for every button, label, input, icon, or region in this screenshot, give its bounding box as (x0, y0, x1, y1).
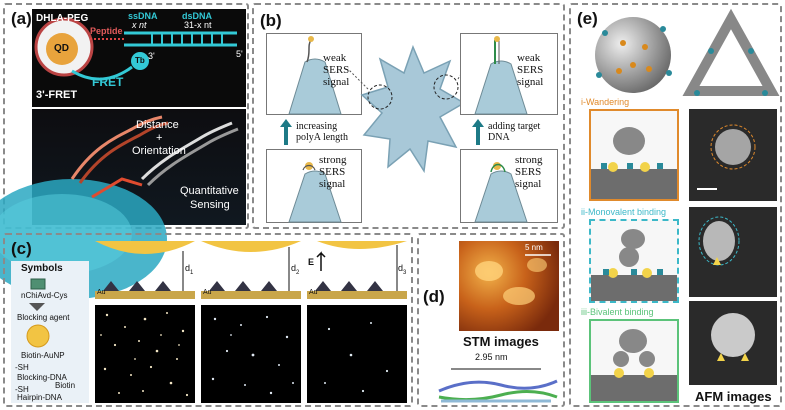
afm-tile-3 (689, 301, 777, 385)
panel-a-bottom-image: Distance + Orientation Quantitative Sens… (0, 109, 246, 299)
bivalent-tile: iii-Bivalent binding (581, 307, 679, 403)
wandering-tile: i-Wandering (581, 97, 679, 201)
afm-caption: AFM images (695, 389, 772, 404)
fret-label: FRET (92, 75, 124, 89)
qd-label: QD (54, 43, 69, 54)
right-strong-text: strong SERS signal (515, 154, 543, 190)
right-up-arrow-icon (472, 119, 484, 145)
monovalent-tile: ii-Monovalent binding (581, 207, 679, 303)
afm-tile-2 (689, 207, 777, 297)
orientation-label: Orientation (132, 145, 186, 157)
blocking-agent-icon (29, 303, 45, 311)
distance-label: Distance (136, 119, 179, 131)
qd-fret-diagram (34, 17, 237, 81)
darkfield-image-3 (307, 305, 407, 403)
panel-e: (e) i-Wandering ii-Monovalent binding (569, 3, 782, 407)
au-label-1: Au (97, 289, 106, 296)
nchiavd-label: nChiAvd-Cys (21, 291, 68, 300)
symbols-legend: Symbols nChiAvd-Cys Blocking agent Bioti… (11, 261, 89, 403)
sensing-label: Sensing (190, 199, 230, 211)
dsdna-label: dsDNA (182, 11, 213, 21)
panel-b: (b) weak SERS signal increasing polyA le… (252, 3, 565, 229)
left-weak-text: weak SERS signal (323, 52, 350, 88)
schematic-1-drawing (95, 241, 195, 299)
wandering-label: i-Wandering (581, 97, 630, 107)
blocking-agent-label: Blocking agent (17, 313, 70, 322)
d3-label: d3 (398, 263, 407, 276)
distance-annotation: 2.95 nm (475, 352, 508, 362)
d2-label: d2 (291, 263, 300, 276)
schematic-3-drawing (307, 241, 407, 299)
monovalent-label: ii-Monovalent binding (581, 207, 667, 217)
right-weak-text: weak SERS signal (517, 52, 544, 88)
panel-a-top-image: DHLA-PEG QD Peptide ssDNA x nt dsDNA 31-… (32, 9, 246, 107)
panel-b-label: (b) (260, 11, 282, 30)
quantitative-label: Quantitative (180, 185, 239, 197)
au-label-2: Au (203, 289, 212, 296)
schematic-3: E d3 Au (307, 241, 407, 301)
right-weak-box: weak SERS signal (460, 33, 558, 115)
sphere-icon (595, 17, 672, 93)
left-strong-text: strong SERS signal (319, 154, 347, 190)
stm-image: 5 nm (459, 241, 559, 331)
five-prime-label: 5' (236, 49, 243, 59)
blocking-dna-label: Blocking-DNA (17, 373, 67, 382)
dna-triangle-icon (682, 8, 780, 96)
aunp-icon (26, 324, 50, 348)
right-strong-box: strong SERS signal (460, 149, 558, 223)
nt-31-label: 31-x nt (184, 20, 212, 30)
darkfield-image-1 (95, 305, 195, 403)
panel-a: (a) DHLA-PEG QD Peptide ssDNA x nt dsDNA… (0, 3, 249, 299)
sh2-label: -SH (15, 385, 29, 394)
panel-a-label: (a) (11, 9, 32, 28)
cone-icon (288, 36, 342, 115)
nanostar-icon (347, 44, 471, 174)
cone-icon-2 (288, 162, 342, 223)
sh1-label: -SH (15, 363, 29, 372)
stm-caption: STM images (463, 334, 539, 349)
peptide-label: Peptide (90, 26, 123, 36)
left-arrow-text: increasing polyA length (296, 121, 348, 143)
molecule-model (438, 368, 558, 403)
left-up-arrow-icon (280, 119, 292, 145)
left-strong-box: strong SERS signal (266, 149, 362, 223)
afm-tile-1 (689, 109, 777, 201)
x-nt-label: x nt (132, 20, 147, 30)
ssdna-label: ssDNA (128, 11, 158, 21)
panel-c-label: (c) (11, 239, 32, 258)
cone-icon-3 (474, 36, 528, 115)
schematic-2: d2 Au (201, 241, 301, 301)
dhla-peg-label: DHLA-PEG (36, 13, 89, 24)
au-label-3: Au (309, 289, 318, 296)
stm-scale-label: 5 nm (525, 243, 543, 252)
biotin-aunp-label: Biotin-AuNP (21, 351, 65, 360)
schematic-1: d1 Au (95, 241, 195, 301)
darkfield-image-2 (201, 305, 301, 403)
panel-c: (c) Symbols nChiAvd-Cys Blocking agent B… (3, 233, 413, 407)
biotin-label: Biotin (55, 381, 76, 390)
schematic-2-drawing (201, 241, 301, 299)
tb-label: Tb (135, 56, 145, 65)
plus-label: + (156, 132, 163, 144)
panel-e-label: (e) (577, 9, 598, 28)
cone-icon-4 (474, 162, 528, 223)
nchiavd-icon (30, 278, 46, 290)
panel-d-label: (d) (423, 287, 445, 306)
efield-label: E (308, 257, 315, 267)
right-arrow-text: adding target DNA (488, 121, 541, 143)
hairpin-dna-label: Hairpin-DNA (17, 393, 62, 402)
three-prime-label: 3' (148, 51, 155, 61)
mode-label: 3'-FRET (36, 89, 78, 101)
symbols-title: Symbols (21, 263, 63, 274)
left-weak-box: weak SERS signal (266, 33, 362, 115)
d1-label: d1 (185, 263, 194, 276)
panel-d: (d) 5 nm STM images 2.95 nm (417, 233, 565, 407)
bivalent-label: iii-Bivalent binding (581, 307, 654, 317)
